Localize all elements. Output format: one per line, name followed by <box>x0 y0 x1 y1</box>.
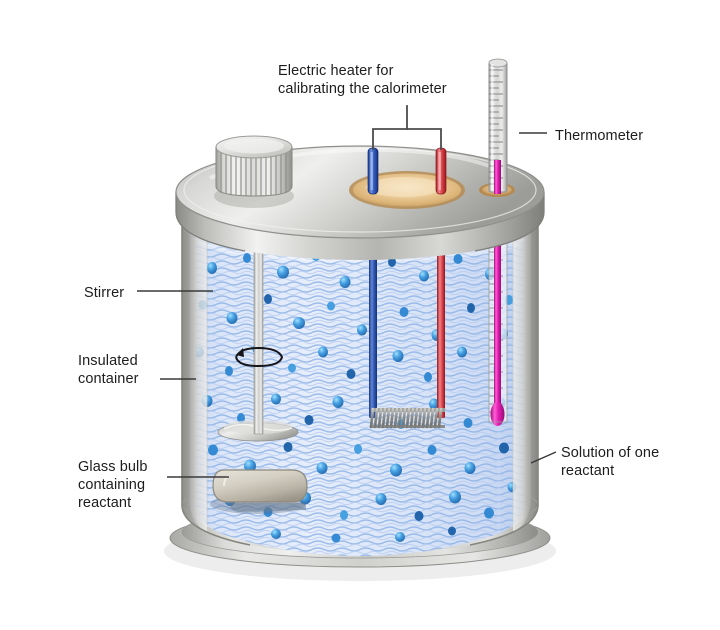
label-electric-heater: Electric heater for calibrating the calo… <box>278 63 447 97</box>
knob-body-outline <box>215 147 293 197</box>
thermometer-fluid-upper <box>494 160 501 194</box>
stirrer-knob[interactable] <box>214 135 294 208</box>
thermometer-submerged <box>488 221 508 426</box>
knob-top-inner <box>224 138 284 154</box>
glass-bulb-body <box>212 469 308 503</box>
leader-lines <box>137 132 557 478</box>
heater-electrodes-submerged <box>369 222 445 429</box>
knob-body <box>216 147 292 196</box>
label-stirrer: Stirrer <box>84 285 125 301</box>
thermometer-bulb <box>490 402 505 426</box>
container-edge-right <box>469 200 539 546</box>
label-glass-bulb: Glass bulb containing reactant <box>78 459 148 511</box>
label-thermometer: Thermometer <box>555 128 644 144</box>
heating-coil-turns <box>369 407 443 429</box>
lid-top-inner-ring <box>183 147 537 233</box>
label-solution: Solution of one reactant <box>561 445 660 479</box>
thermometer[interactable] <box>488 58 508 194</box>
lid-opening-highlight <box>366 177 442 197</box>
rotation-arrow-icon <box>235 346 284 368</box>
heater-terminal-blue-highlight <box>370 152 373 190</box>
container-inner-wall-left <box>190 214 207 532</box>
heater-terminal-red-highlight <box>438 152 441 190</box>
container-edge-left <box>181 200 251 546</box>
stirrer-shaft <box>253 221 264 435</box>
glass-bulb-base-shadow <box>230 503 306 512</box>
thermometer-glass-highlight <box>491 64 494 190</box>
heater-terminal-blue[interactable] <box>367 147 379 195</box>
thermometer-fluid-lower <box>494 222 501 408</box>
heater-bracket <box>372 105 442 150</box>
label-insulated-container: Insulated container <box>78 353 139 387</box>
leader-solution <box>530 451 557 464</box>
heater-terminals[interactable] <box>367 105 447 195</box>
heater-blue-rod <box>369 222 377 418</box>
heating-coil-bottom <box>371 425 445 428</box>
heater-red-rod <box>437 222 445 418</box>
container-inner-wall-right <box>513 214 530 532</box>
lid-edge-right <box>474 192 545 252</box>
heating-coil <box>369 407 445 429</box>
heater-terminal-red[interactable] <box>435 147 447 195</box>
lid-edge-left <box>175 192 246 252</box>
